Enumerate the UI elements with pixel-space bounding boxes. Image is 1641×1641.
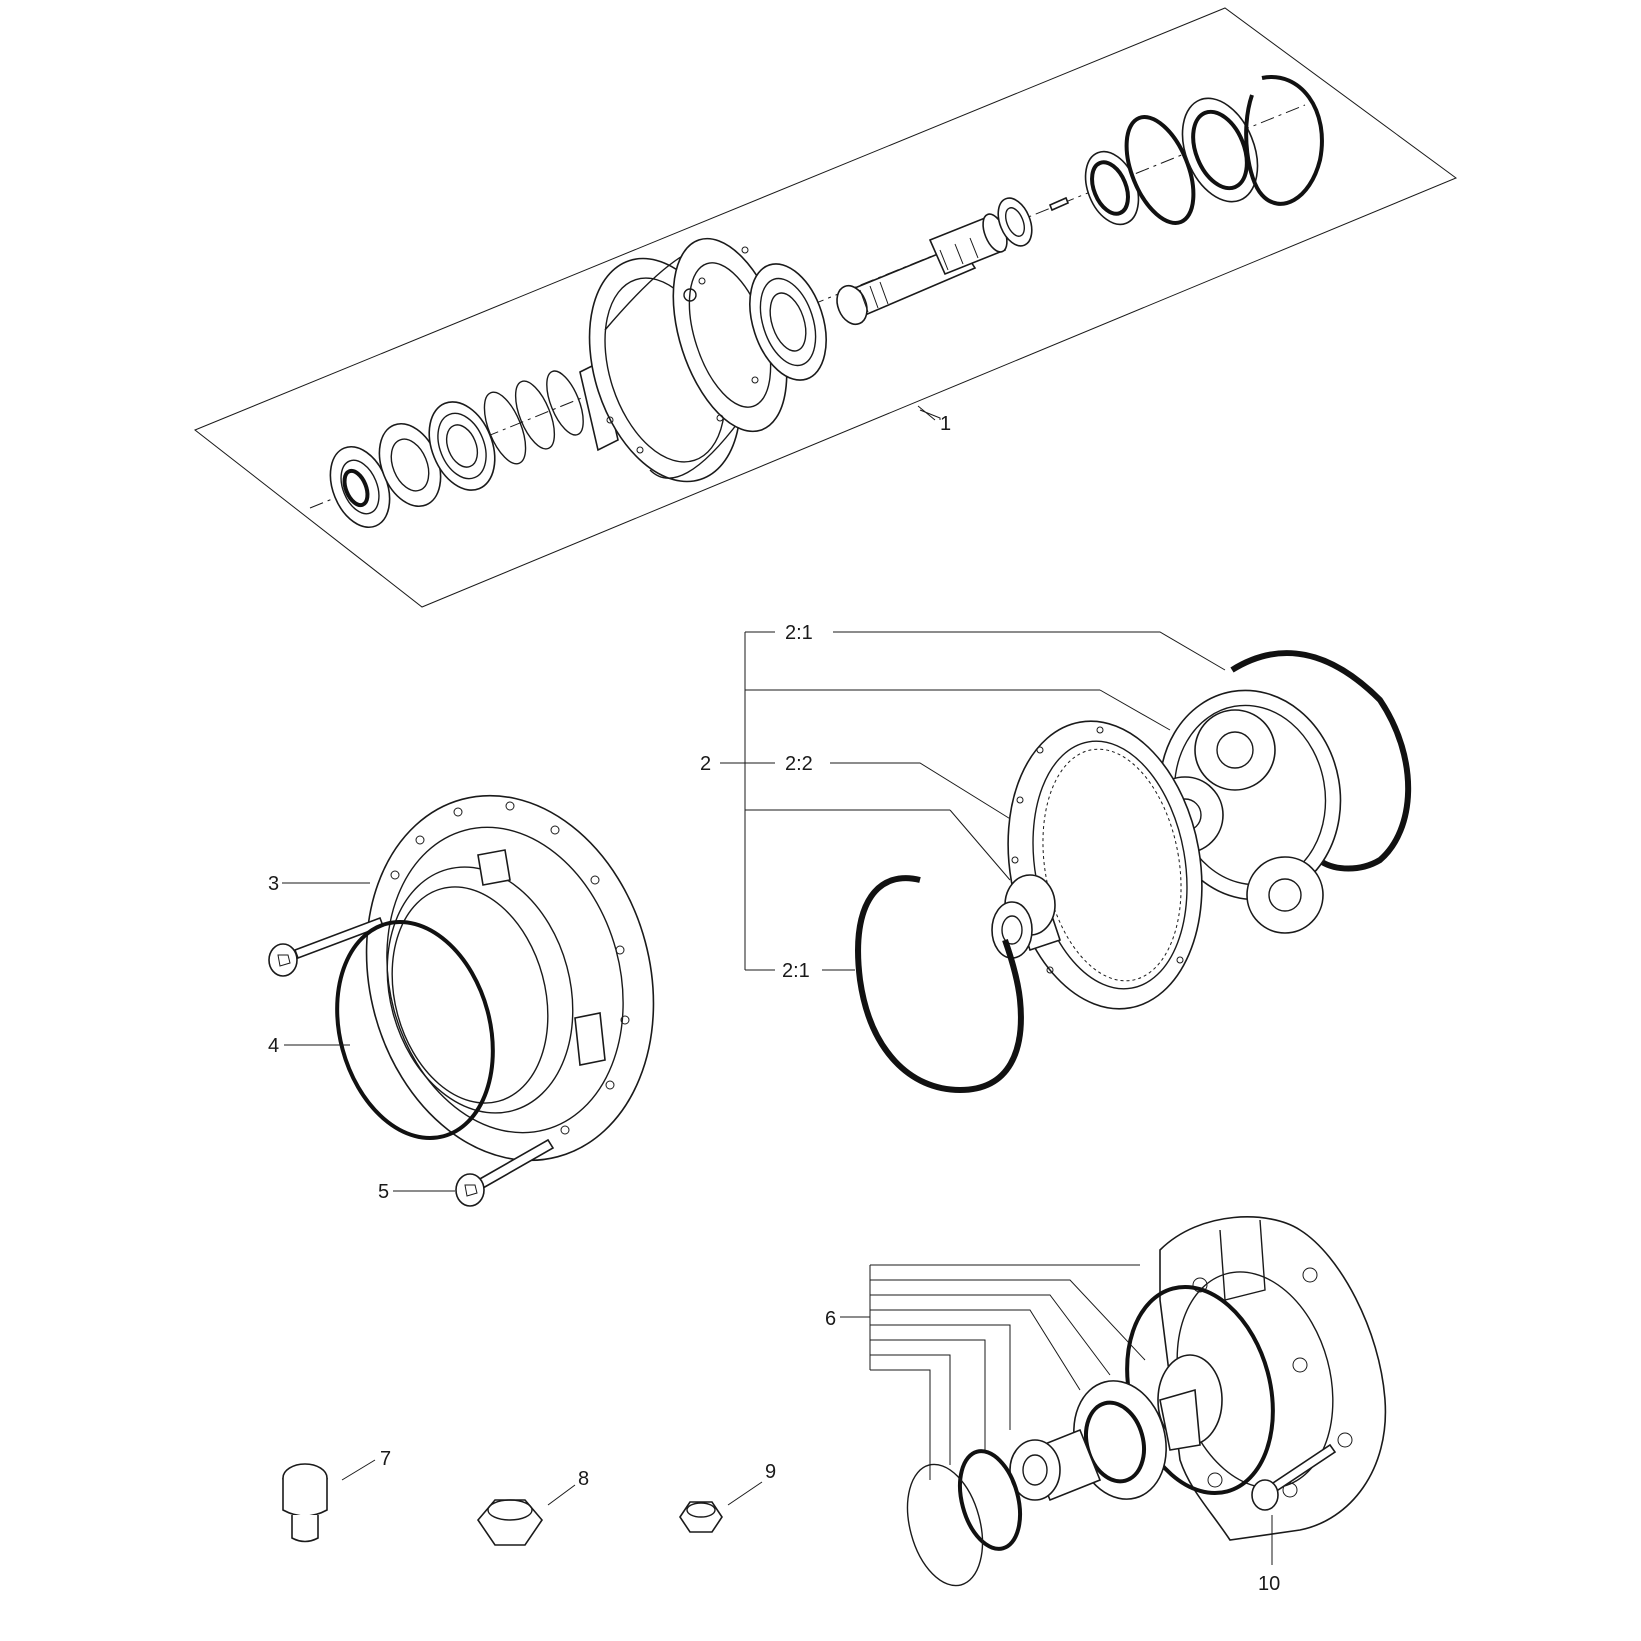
sun-gear bbox=[991, 874, 1062, 959]
callout-4: 4 bbox=[268, 1035, 279, 1057]
spacer-ring-2 bbox=[514, 380, 556, 450]
callout-5: 5 bbox=[378, 1181, 389, 1203]
callout-6: 6 bbox=[825, 1308, 836, 1330]
retaining-ring-bottom bbox=[855, 875, 1024, 1094]
retaining-ring-top bbox=[1230, 650, 1412, 872]
o-ring-rear bbox=[1124, 115, 1196, 225]
leader-2-1a bbox=[833, 631, 1226, 671]
hub-housing bbox=[579, 237, 788, 483]
assembly-6-group: 6 bbox=[825, 1216, 1387, 1595]
callout-2-1-top: 2:1 bbox=[785, 622, 813, 644]
circlip-6 bbox=[906, 1463, 984, 1587]
snap-ring bbox=[1244, 74, 1324, 206]
spacer-ring-1 bbox=[483, 391, 527, 465]
cover-ring bbox=[1181, 97, 1259, 203]
thrust-washer bbox=[997, 197, 1033, 247]
leader-2-ring bbox=[1099, 689, 1171, 731]
callout-7: 7 bbox=[380, 1448, 391, 1470]
nut-8: 8 bbox=[476, 1468, 589, 1546]
callout-9: 9 bbox=[765, 1461, 776, 1483]
callout-2-1-bottom: 2:1 bbox=[782, 960, 810, 982]
o-ring-4 bbox=[335, 919, 495, 1141]
pin bbox=[1048, 196, 1070, 212]
callout-3: 3 bbox=[268, 873, 279, 895]
callout-10: 10 bbox=[1258, 1573, 1280, 1595]
assembly-1-group: 1 bbox=[194, 7, 1458, 608]
callout-1: 1 bbox=[940, 413, 951, 435]
bolt-5 bbox=[455, 1138, 555, 1207]
ball-bearing bbox=[749, 263, 827, 381]
washer-6 bbox=[958, 1449, 1022, 1551]
flange-housing-group: 3 4 5 bbox=[268, 794, 655, 1207]
seal-front bbox=[329, 445, 391, 529]
nut-9: 9 bbox=[679, 1461, 776, 1533]
bolt-10 bbox=[1251, 1443, 1337, 1511]
assembly-2-group: 2 2:1 2:2 2:1 bbox=[700, 622, 1412, 1094]
assembly-1-frame bbox=[194, 7, 1458, 608]
assembly-1-centerline bbox=[309, 104, 1306, 509]
coupler bbox=[1009, 1428, 1102, 1502]
callout-2-2: 2:2 bbox=[785, 753, 813, 775]
leader-2-2 bbox=[830, 762, 1013, 821]
spacer-ring-3 bbox=[546, 370, 584, 436]
callout-8: 8 bbox=[578, 1468, 589, 1490]
ring-front bbox=[378, 422, 442, 508]
splined-shaft bbox=[836, 213, 1008, 326]
plug-7: 7 bbox=[282, 1448, 391, 1543]
flange-housing bbox=[365, 794, 655, 1162]
sleeve bbox=[1157, 1354, 1223, 1451]
callout-2: 2 bbox=[700, 753, 711, 775]
leader-2-sun bbox=[949, 809, 1011, 881]
leader-1 bbox=[919, 409, 941, 420]
